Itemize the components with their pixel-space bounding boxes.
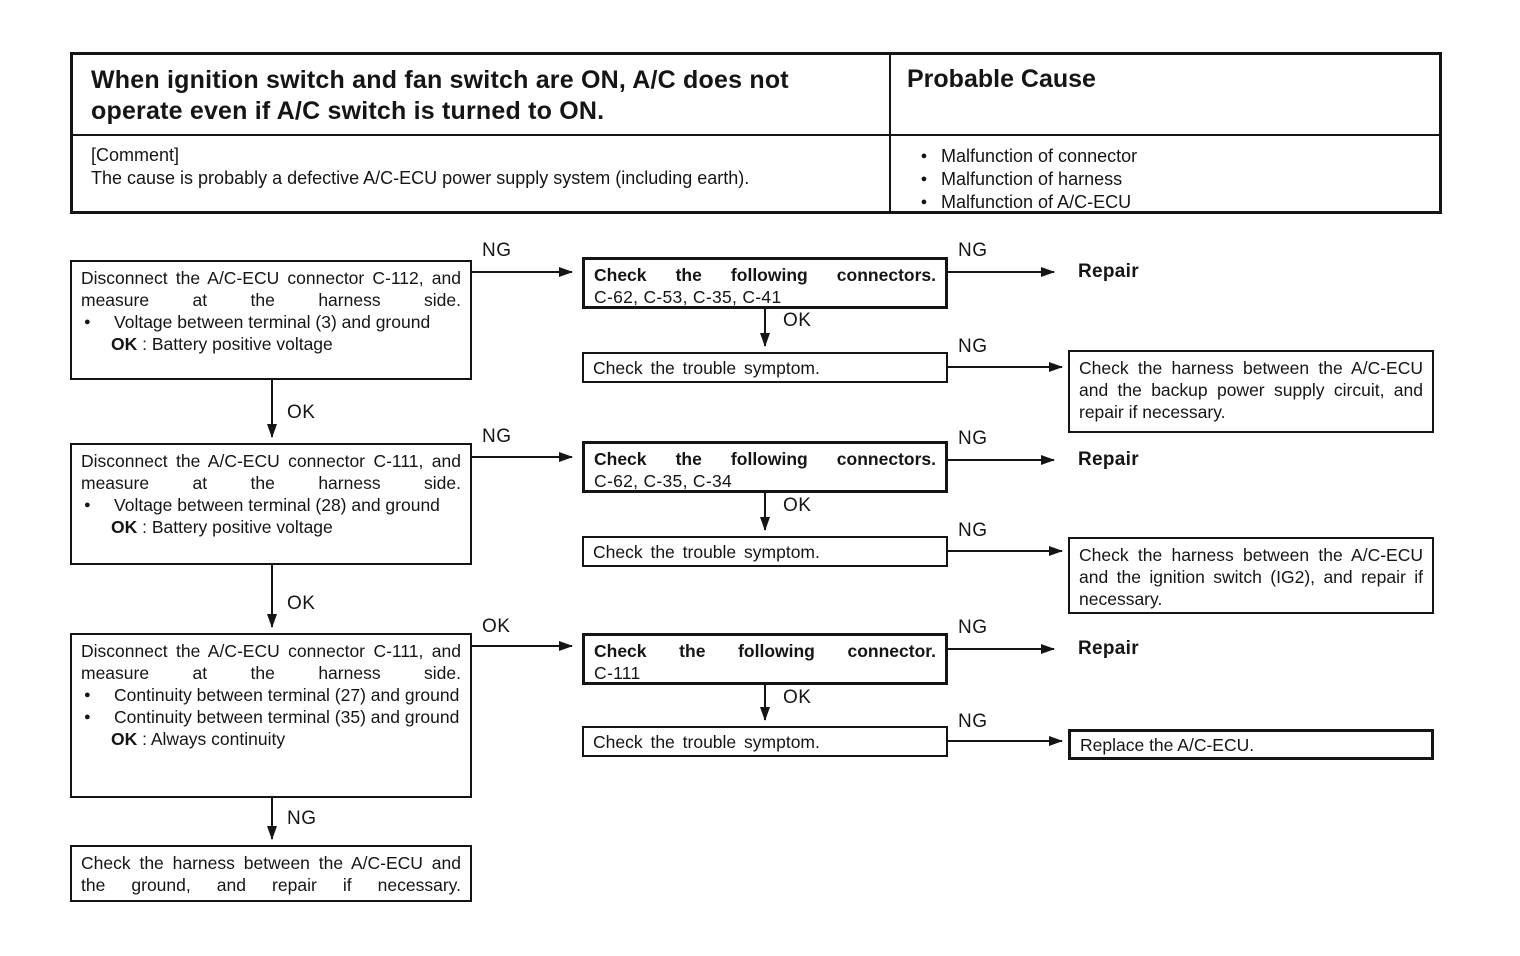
check-item: ● Continuity between terminal (35) and g… <box>81 706 461 728</box>
step-box-measure-c111-continuity: Disconnect the A/C-ECU connector C-111, … <box>70 633 472 798</box>
comment-cell: [Comment] The cause is probably a defect… <box>73 136 891 214</box>
branch-label-ng: NG <box>287 808 317 829</box>
probable-cause-cell: Probable Cause <box>891 55 1439 136</box>
cause-item: ● Malfunction of harness <box>907 168 1423 191</box>
step-intro: Disconnect the A/C-ECU connector C-111, … <box>81 641 461 683</box>
trouble-text: Check the trouble symptom. <box>593 358 820 378</box>
bullet-icon: ● <box>84 711 91 723</box>
connector-list: C-111 <box>594 663 641 683</box>
check-connectors-title: Check the following connectors. <box>594 449 936 469</box>
ok-criteria: OK : Battery positive voltage <box>111 333 461 355</box>
cause-text: Malfunction of A/C-ECU <box>941 192 1132 212</box>
branch-label-ok: OK <box>783 310 812 331</box>
cause-item: ● Malfunction of connector <box>907 145 1423 168</box>
step-box-measure-c111-voltage: Disconnect the A/C-ECU connector C-111, … <box>70 443 472 565</box>
repair-label-1: Repair <box>1078 261 1139 282</box>
result-text: Replace the A/C-ECU. <box>1080 735 1255 755</box>
check-connectors-title: Check the following connectors. <box>594 265 936 285</box>
bullet-icon: ● <box>920 196 928 208</box>
check-connector-title: Check the following connector. <box>594 641 936 661</box>
result-text: Check the harness between the A/C-ECU an… <box>81 853 461 895</box>
symptom-cause-table: When ignition switch and fan switch are … <box>70 52 1442 214</box>
ok-value: : Battery positive voltage <box>137 517 333 537</box>
check-connectors-box-2: Check the following connectors. C-62, C-… <box>582 441 948 493</box>
header-grid: When ignition switch and fan switch are … <box>73 55 1439 214</box>
probable-cause-title: Probable Cause <box>907 65 1096 93</box>
trouble-text: Check the trouble symptom. <box>593 542 820 562</box>
ok-key: OK <box>111 334 138 354</box>
cause-text: Malfunction of connector <box>941 146 1138 166</box>
check-item: ● Continuity between terminal (27) and g… <box>81 684 461 706</box>
branch-label-ng: NG <box>958 428 988 449</box>
check-item-text: Continuity between terminal (27) and gro… <box>114 685 460 705</box>
check-item-text: Voltage between terminal (3) and ground <box>114 312 431 332</box>
trouble-symptom-box-2: Check the trouble symptom. <box>582 536 948 567</box>
connector-list: C-62, C-53, C-35, C-41 <box>594 287 782 307</box>
symptom-text: When ignition switch and fan switch are … <box>91 66 789 125</box>
branch-label-ok: OK <box>287 402 316 423</box>
branch-label-ng: NG <box>958 711 988 732</box>
ok-criteria: OK : Battery positive voltage <box>111 516 461 538</box>
check-connector-box-3: Check the following connector. C-111 <box>582 633 948 685</box>
step-intro: Disconnect the A/C-ECU connector C-111, … <box>81 451 461 493</box>
branch-label-ng: NG <box>958 617 988 638</box>
repair-label-3: Repair <box>1078 638 1139 659</box>
ok-value: : Battery positive voltage <box>137 334 333 354</box>
ok-value: : Always continuity <box>137 729 286 749</box>
branch-label-ok: OK <box>783 495 812 516</box>
bullet-icon: ● <box>920 150 928 162</box>
check-item: ● Voltage between terminal (28) and grou… <box>81 494 461 516</box>
branch-label-ng: NG <box>958 240 988 261</box>
symptom-cell: When ignition switch and fan switch are … <box>73 55 891 136</box>
step-box-measure-c112: Disconnect the A/C-ECU connector C-112, … <box>70 260 472 380</box>
trouble-symptom-box-3: Check the trouble symptom. <box>582 726 948 757</box>
bullet-icon: ● <box>84 316 91 328</box>
result-box-backup-power: Check the harness between the A/C-ECU an… <box>1068 350 1434 433</box>
ok-key: OK <box>111 517 138 537</box>
branch-label-ok: OK <box>783 687 812 708</box>
causes-cell: ● Malfunction of connector ● Malfunction… <box>891 136 1439 214</box>
bullet-icon: ● <box>84 689 91 701</box>
ok-key: OK <box>111 729 138 749</box>
branch-label-ng: NG <box>482 240 512 261</box>
check-item: ● Voltage between terminal (3) and groun… <box>81 311 461 333</box>
bullet-icon: ● <box>84 499 91 511</box>
step-intro: Disconnect the A/C-ECU connector C-112, … <box>81 268 461 310</box>
bullet-icon: ● <box>920 173 928 185</box>
branch-label-ng: NG <box>958 520 988 541</box>
cause-item: ● Malfunction of A/C-ECU <box>907 191 1423 214</box>
result-box-check-ground-harness: Check the harness between the A/C-ECU an… <box>70 845 472 902</box>
branch-label-ng: NG <box>482 426 512 447</box>
comment-text: The cause is probably a defective A/C-EC… <box>91 168 750 188</box>
comment-label: [Comment] <box>91 145 180 165</box>
branch-label-ng: NG <box>958 336 988 357</box>
check-item-text: Voltage between terminal (28) and ground <box>114 495 440 515</box>
repair-label-2: Repair <box>1078 449 1139 470</box>
trouble-text: Check the trouble symptom. <box>593 732 820 752</box>
connector-list: C-62, C-35, C-34 <box>594 471 733 491</box>
cause-text: Malfunction of harness <box>941 169 1123 189</box>
check-connectors-box-1: Check the following connectors. C-62, C-… <box>582 257 948 309</box>
result-box-ignition-switch: Check the harness between the A/C-ECU an… <box>1068 537 1434 614</box>
branch-label-ok: OK <box>482 616 511 637</box>
check-item-text: Continuity between terminal (35) and gro… <box>114 707 460 727</box>
result-text: Check the harness between the A/C-ECU an… <box>1079 358 1423 422</box>
result-text: Check the harness between the A/C-ECU an… <box>1079 545 1423 609</box>
trouble-symptom-box-1: Check the trouble symptom. <box>582 352 948 383</box>
ok-criteria: OK : Always continuity <box>111 728 461 750</box>
result-box-replace-ecu: Replace the A/C-ECU. <box>1068 729 1434 760</box>
branch-label-ok: OK <box>287 593 316 614</box>
